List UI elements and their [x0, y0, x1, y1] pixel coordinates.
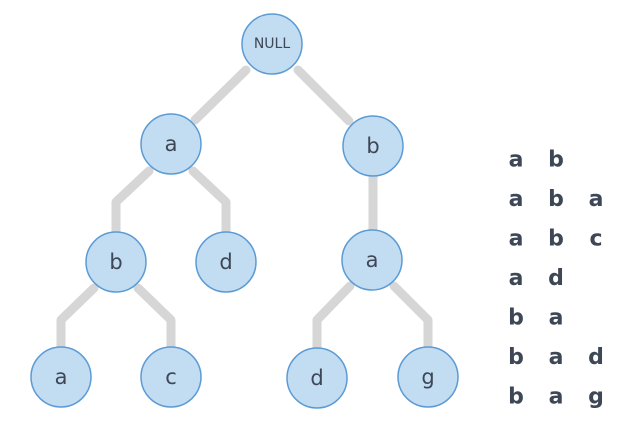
sequence-item: a: [549, 345, 564, 370]
node-label: a: [366, 248, 379, 272]
node-circle: [342, 115, 404, 177]
edge-root-n_b: [293, 65, 354, 126]
sequence-item: a: [549, 385, 564, 410]
node-circle: [85, 231, 147, 293]
sequence-item: a: [549, 306, 564, 331]
node-circle: [397, 346, 459, 408]
tree-nodes: NULL a b b d a a c d g: [30, 13, 459, 409]
node-circle: [30, 346, 92, 408]
sequence-item: a: [509, 148, 524, 173]
edge-n_ba-n_bag: [389, 281, 433, 352]
sequence-item: b: [548, 148, 564, 173]
tree-node-n_aba: a: [30, 346, 92, 408]
tree-node-n_bag: g: [397, 346, 459, 408]
sequence-item: a: [509, 187, 524, 212]
tree-node-root: NULL: [241, 13, 303, 75]
node-circle: [286, 347, 348, 409]
edge-n_ab-n_aba: [56, 283, 99, 352]
sequence-item: d: [548, 266, 564, 291]
tree-node-n_b: b: [342, 115, 404, 177]
sequence-item: b: [548, 227, 564, 252]
tree-node-n_abc: c: [140, 346, 202, 408]
edge-n_ba-n_bad: [312, 281, 355, 353]
node-label: c: [165, 365, 177, 389]
sequence-item: b: [508, 385, 524, 410]
node-circle: [341, 229, 403, 291]
sequence-item: a: [509, 266, 524, 291]
edge-root-n_a: [190, 65, 251, 125]
node-label: NULL: [254, 36, 291, 52]
node-label: g: [421, 365, 434, 389]
sequence-item: c: [589, 227, 602, 252]
node-label: b: [366, 134, 379, 158]
node-circle: [140, 346, 202, 408]
node-circle: [140, 113, 202, 175]
node-circle: [195, 231, 257, 293]
edge-n_ab-n_abc: [133, 283, 176, 352]
sequence-item: b: [508, 306, 524, 331]
edge-n_a-n_ab: [111, 166, 154, 237]
tree-node-n_ad: d: [195, 231, 257, 293]
sequence-item: d: [588, 345, 604, 370]
sequence-item: b: [508, 345, 524, 370]
tree-node-n_bad: d: [286, 347, 348, 409]
sequence-item: a: [509, 227, 524, 252]
node-label: a: [55, 365, 68, 389]
sequence-item: b: [548, 187, 564, 212]
tree-node-n_a: a: [140, 113, 202, 175]
tree-node-n_ab: b: [85, 231, 147, 293]
sequence-item: g: [588, 385, 604, 410]
node-label: d: [219, 250, 232, 274]
node-circle: [241, 13, 303, 75]
node-label: a: [165, 132, 178, 156]
tree-edges: [56, 65, 433, 353]
edge-n_a-n_ad: [188, 166, 231, 237]
node-label: d: [310, 366, 323, 390]
node-label: b: [109, 250, 122, 274]
sequence-item: a: [589, 187, 604, 212]
tree-node-n_ba: a: [341, 229, 403, 291]
